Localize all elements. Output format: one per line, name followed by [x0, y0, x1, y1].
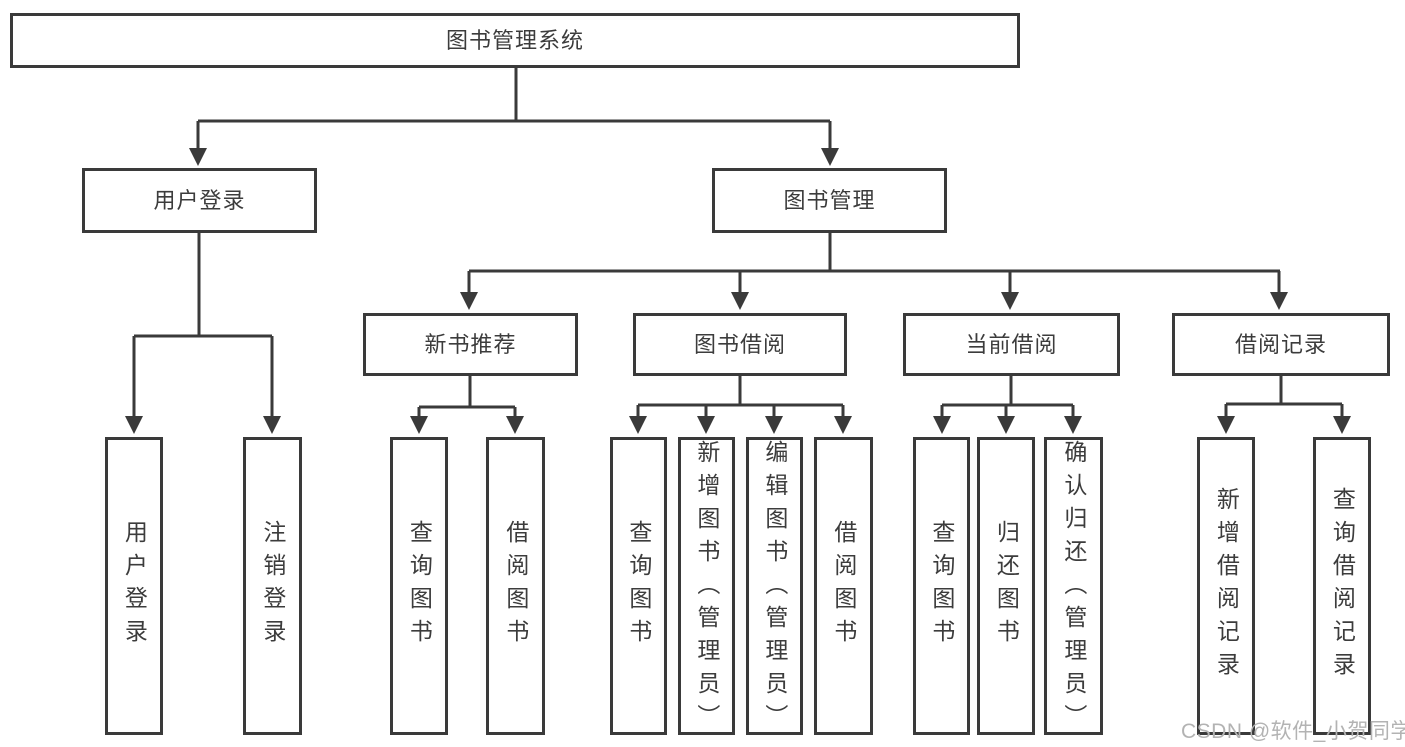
leaf-add-borrow-record: 新增借阅记录	[1197, 437, 1255, 735]
node-borrow-records: 借阅记录	[1172, 313, 1390, 376]
node-current-borrow: 当前借阅	[903, 313, 1120, 376]
leaf-add-book-admin: 新增图书（管理员）	[678, 437, 735, 737]
leaf-logout: 注销登录	[243, 437, 302, 735]
leaf-confirm-return-admin: 确认归还（管理员）	[1044, 437, 1103, 737]
leaf-borrow-books: 借阅图书	[814, 437, 873, 735]
node-new-book-recommend: 新书推荐	[363, 313, 578, 376]
leaf-user-login: 用户登录	[105, 437, 163, 735]
leaf-borrow-books-recommend: 借阅图书	[486, 437, 545, 735]
leaf-query-books-recommend: 查询图书	[390, 437, 448, 735]
csdn-watermark: CSDN @软件_小贺同学	[1181, 720, 1405, 743]
node-book-borrow: 图书借阅	[633, 313, 847, 376]
node-book-management: 图书管理	[712, 168, 947, 233]
leaf-return-books: 归还图书	[977, 437, 1035, 735]
leaf-edit-book-admin: 编辑图书（管理员）	[746, 437, 803, 737]
node-library-management-system: 图书管理系统	[10, 13, 1020, 68]
leaf-query-books-borrow: 查询图书	[610, 437, 667, 735]
leaf-query-borrow-record: 查询借阅记录	[1313, 437, 1371, 735]
node-user-login: 用户登录	[82, 168, 317, 233]
leaf-query-books-current: 查询图书	[913, 437, 970, 735]
